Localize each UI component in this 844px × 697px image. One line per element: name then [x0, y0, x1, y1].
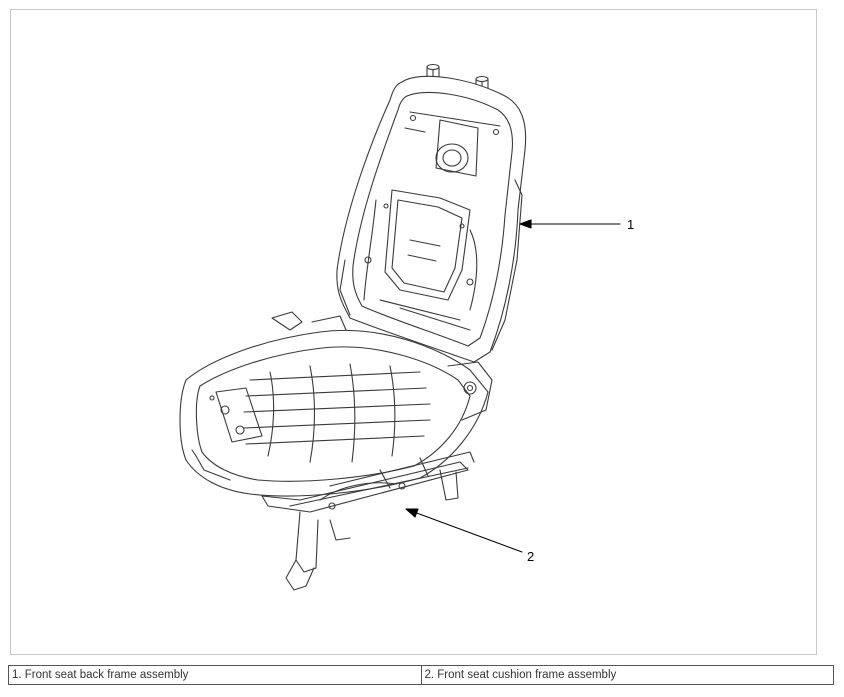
callout-2-label: 2	[527, 549, 534, 564]
figure-frame	[10, 9, 817, 655]
callout-2-leader	[413, 511, 523, 553]
callout-1-arrowhead	[519, 219, 532, 229]
callout-2: 2	[405, 508, 534, 564]
seat-frame-diagram: 1 2	[179, 63, 634, 591]
seat-cushion-frame	[179, 311, 493, 591]
seat-back-frame	[336, 63, 527, 363]
legend-item-2: 2. Front seat cushion frame assembly	[420, 665, 834, 685]
callout-1: 1	[519, 217, 634, 232]
legend-row: 1. Front seat back frame assembly 2. Fro…	[8, 665, 834, 685]
callout-2-arrowhead	[405, 508, 419, 518]
legend-item-1: 1. Front seat back frame assembly	[8, 665, 422, 685]
legend-table: 1. Front seat back frame assembly 2. Fro…	[8, 665, 834, 685]
callout-1-label: 1	[627, 217, 634, 232]
